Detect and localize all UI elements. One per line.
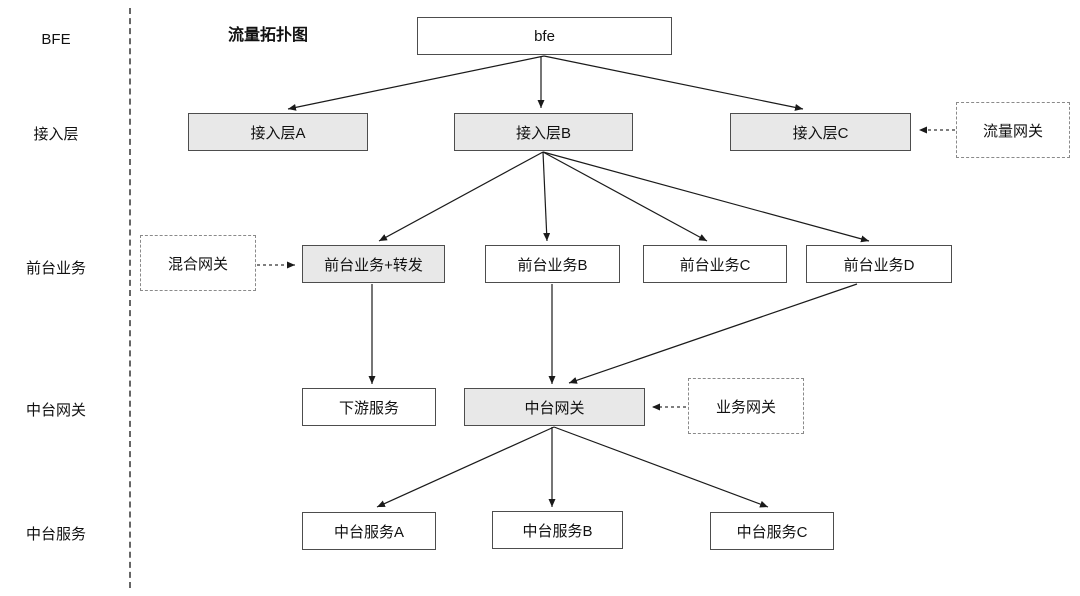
edge-bfe-access-c (543, 55, 804, 111)
edge-bfe-access-a (287, 55, 545, 111)
edge-frontend-d-mid-gateway (568, 283, 858, 384)
node-access-layer-b: 接入层B (454, 113, 633, 151)
node-mid-service-b: 中台服务B (492, 511, 623, 549)
edge-mid-gateway-service-a (376, 426, 555, 508)
edge-access-b-frontend-b (542, 151, 551, 242)
node-frontend-b: 前台业务B (485, 245, 620, 283)
node-mixed-gateway: 混合网关 (140, 235, 256, 291)
node-frontend-d: 前台业务D (806, 245, 952, 283)
diagram-title: 流量拓扑图 (227, 27, 308, 44)
row-label-frontend: 前台业务 (25, 260, 86, 277)
node-frontend-forward: 前台业务+转发 (302, 245, 445, 283)
node-frontend-c: 前台业务C (643, 245, 787, 283)
row-label-bfe: BFE (41, 31, 71, 48)
node-access-layer-c: 接入层C (730, 113, 911, 151)
row-label-access-layer: 接入层 (33, 126, 79, 143)
edge-mid-gateway-service-c (553, 426, 769, 508)
edge-access-b-frontend-d (542, 151, 870, 243)
edge-access-b-frontend-forward (378, 151, 544, 242)
row-label-mid-service: 中台服务 (25, 526, 86, 543)
node-bfe: bfe (417, 17, 672, 55)
node-mid-gateway: 中台网关 (464, 388, 645, 426)
separator-line (129, 8, 131, 588)
node-mid-service-a: 中台服务A (302, 512, 436, 550)
node-traffic-gateway: 流量网关 (956, 102, 1070, 158)
node-access-layer-a: 接入层A (188, 113, 368, 151)
row-label-mid-gateway: 中台网关 (25, 402, 86, 419)
node-downstream-service: 下游服务 (302, 388, 436, 426)
node-mid-service-c: 中台服务C (710, 512, 834, 550)
node-business-gateway: 业务网关 (688, 378, 804, 434)
edge-access-b-frontend-c (542, 151, 708, 242)
